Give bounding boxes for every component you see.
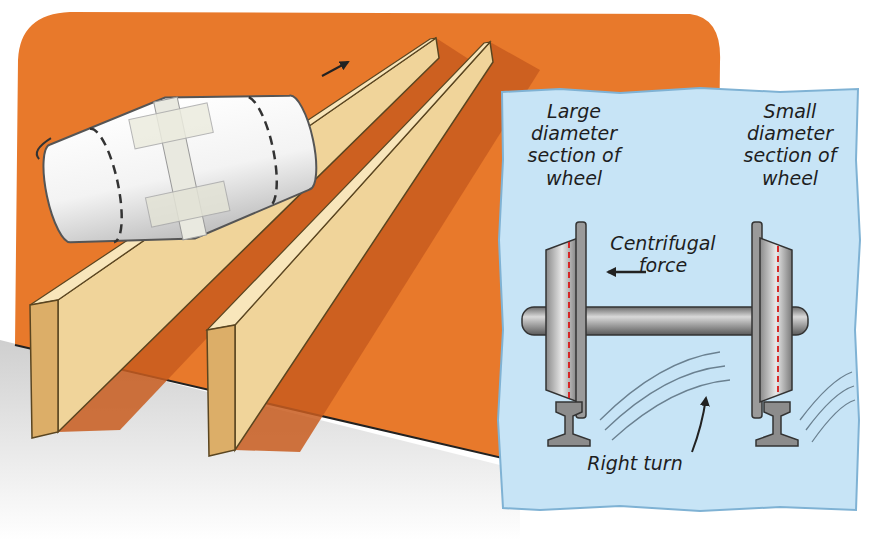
wheel-tread bbox=[546, 238, 578, 402]
cup-rim-line bbox=[249, 94, 285, 204]
track-curves bbox=[600, 352, 855, 442]
rail bbox=[756, 402, 798, 446]
track-curve bbox=[800, 372, 852, 420]
inset-panel bbox=[498, 88, 860, 511]
rail bbox=[548, 402, 590, 446]
turn-label: Right turn bbox=[570, 452, 700, 474]
board-end bbox=[207, 325, 235, 456]
wheel-flange bbox=[576, 222, 586, 418]
cup-body bbox=[32, 69, 328, 266]
motion-arrow bbox=[322, 62, 348, 76]
motion-line bbox=[34, 138, 55, 159]
cup-rim-line bbox=[90, 126, 130, 243]
track-curve bbox=[612, 380, 730, 440]
tape-strip bbox=[145, 181, 229, 227]
track-curve bbox=[600, 352, 720, 420]
wheel-label: Small diameter section of wheel bbox=[728, 100, 852, 189]
track-curve bbox=[812, 400, 855, 442]
wheel-tread bbox=[760, 238, 792, 402]
board-end bbox=[30, 300, 58, 438]
turn-arrow bbox=[692, 398, 706, 452]
cup-barrel bbox=[31, 69, 328, 267]
contact-line bbox=[777, 246, 779, 394]
force-label: Centrifugal force bbox=[596, 232, 730, 276]
tape-strip bbox=[129, 103, 213, 149]
track-curve bbox=[806, 386, 854, 430]
contact-line bbox=[568, 242, 570, 398]
wheel-label: Large diameter section of wheel bbox=[510, 100, 638, 189]
track-curve bbox=[605, 366, 725, 430]
